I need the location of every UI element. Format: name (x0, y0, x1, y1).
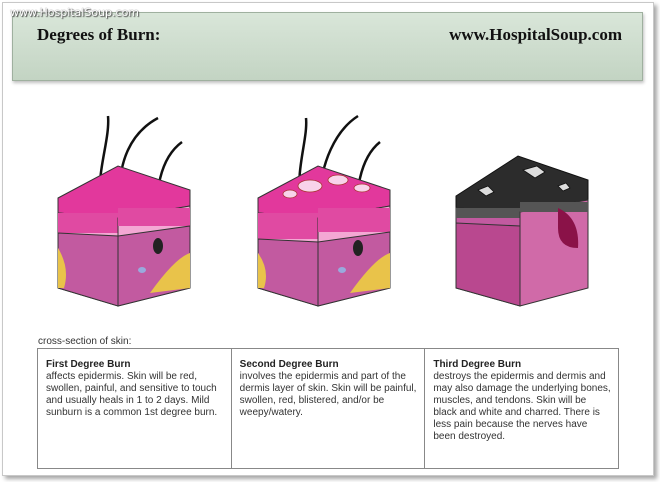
second-degree-title: Second Degree Burn (239, 359, 339, 370)
site-url: www.HospitalSoup.com (449, 25, 622, 44)
second-degree-cell: Second Degree Burn involves the epidermi… (232, 349, 426, 468)
burn-degree-table: First Degree Burn affects epidermis. Ski… (37, 348, 619, 469)
header-banner: Degrees of Burn: www.HospitalSoup.com (12, 12, 643, 81)
second-degree-description: involves the epidermis and part of the d… (239, 371, 417, 418)
third-degree-title: Third Degree Burn (433, 359, 522, 370)
second-degree-burn-illustration (257, 114, 391, 307)
first-degree-title: First Degree Burn (46, 359, 131, 370)
first-degree-burn-illustration (57, 115, 191, 307)
third-degree-burn-illustration (455, 155, 589, 307)
third-degree-cell: Third Degree Burn destroys the epidermis… (425, 349, 618, 468)
first-degree-cell: First Degree Burn affects epidermis. Ski… (38, 349, 232, 468)
first-degree-description: affects epidermis. Skin will be red, swo… (46, 371, 218, 418)
page-title: Degrees of Burn: (37, 25, 161, 44)
third-degree-description: destroys the epidermis and dermis and ma… (433, 371, 611, 442)
cross-section-caption: cross-section of skin: (38, 336, 132, 347)
watermark: www.HospitalSoup.com (10, 6, 140, 19)
